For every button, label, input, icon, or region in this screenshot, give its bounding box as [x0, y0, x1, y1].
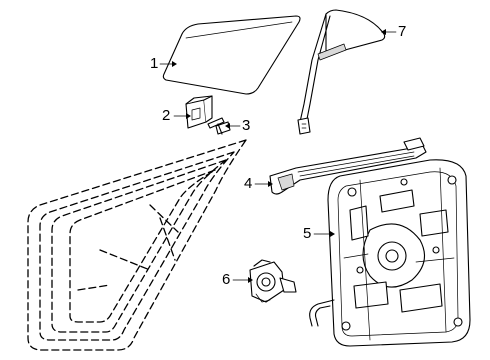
callout-4: 4	[244, 175, 253, 192]
callout-7: 7	[398, 23, 407, 40]
run-channel	[269, 137, 427, 195]
glass-clip	[185, 95, 213, 129]
window-regulator	[309, 159, 471, 347]
callout-2: 2	[162, 107, 171, 124]
quarter-glass	[297, 9, 386, 135]
callout-3: 3	[242, 117, 251, 134]
door-outline	[27, 139, 247, 351]
callout-5: 5	[303, 225, 312, 242]
callout-6: 6	[222, 271, 231, 288]
callout-1: 1	[150, 55, 159, 72]
regulator-motor	[249, 259, 297, 303]
leader-lines	[159, 31, 397, 281]
bolt	[207, 117, 231, 135]
door-glass	[162, 15, 301, 95]
leader-arrowheads	[172, 29, 386, 283]
